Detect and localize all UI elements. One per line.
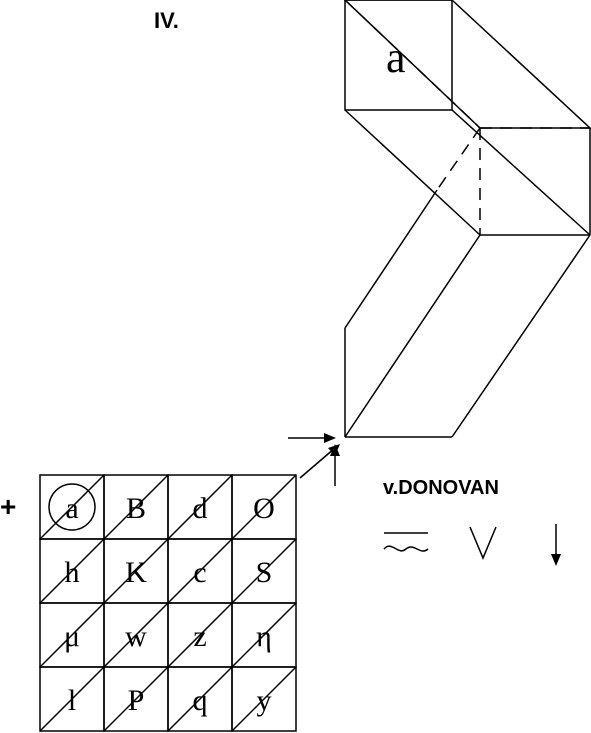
grid-cell: z <box>167 602 233 668</box>
cell-diagonal <box>231 538 297 604</box>
cell-diagonal <box>103 538 169 604</box>
grid-cell-letter: d <box>193 492 208 525</box>
grid-cell: P <box>103 666 169 732</box>
grid-cell-letter: l <box>68 684 76 717</box>
grid-cell: y <box>231 666 297 732</box>
grid-cell: B <box>103 474 169 540</box>
grid-cell-letter: c <box>193 556 206 589</box>
prism-top-face <box>343 0 591 129</box>
grid-cell-letter: S <box>256 556 273 589</box>
grid-cell-letter: w <box>125 620 147 653</box>
grid-cell-letter: B <box>126 492 146 525</box>
cell-diagonal <box>39 474 105 540</box>
cell-diagonal <box>167 538 233 604</box>
cell-diagonal <box>231 666 297 732</box>
cell-diagonal <box>231 474 297 540</box>
cell-diagonal <box>103 474 169 540</box>
grid-cell-letter: z <box>193 620 206 653</box>
grid-cell-letter: q <box>193 684 208 717</box>
grid-cell: S <box>231 538 297 604</box>
author-label: v.DONOVAN <box>383 477 499 499</box>
cell-circle <box>48 483 96 531</box>
down-arrow-symbol <box>551 524 561 566</box>
section-number: IV. <box>154 8 179 33</box>
grid-cell: h <box>39 538 105 604</box>
plus-sign: + <box>0 491 16 522</box>
hidden-edge <box>436 127 481 191</box>
grid-cell-letter: a <box>65 492 78 525</box>
grid-cell: w <box>103 602 169 668</box>
symbols-row <box>383 524 561 566</box>
double-wave-symbol <box>383 532 429 552</box>
cell-diagonal <box>39 666 105 732</box>
right-arrow-icon <box>288 433 336 443</box>
diagonal-arrow-icon <box>299 444 340 479</box>
grid-cell-letter: h <box>65 556 80 589</box>
grid-cell-letter: y <box>257 684 272 717</box>
cell-diagonal <box>39 538 105 604</box>
bent-prism: a <box>343 0 591 438</box>
grid-cell: d <box>167 474 233 540</box>
grid-cell: l <box>39 666 105 732</box>
cell-diagonal <box>167 474 233 540</box>
cell-diagonal <box>39 602 105 668</box>
cell-diagonal <box>167 602 233 668</box>
cube-letter: a <box>386 33 406 82</box>
grid-cell: O <box>231 474 297 540</box>
grid-cell-letter: P <box>128 684 145 717</box>
grid-cell: c <box>167 538 233 604</box>
grid-cell: a <box>39 474 105 540</box>
corner-arrows <box>288 433 340 486</box>
grid-cell: q <box>167 666 233 732</box>
grid-cell: K <box>103 538 169 604</box>
cell-diagonal <box>167 666 233 732</box>
cell-diagonal <box>231 602 297 668</box>
grid-cell: μ <box>39 602 105 668</box>
v-symbol <box>469 526 497 560</box>
hidden-edge <box>344 0 481 129</box>
grid-cell-letter: η <box>256 620 272 653</box>
grid-cell-letter: μ <box>64 620 80 653</box>
grid-cell: η <box>231 602 297 668</box>
grid-cell-letter: K <box>125 556 147 589</box>
grid-cell-letter: O <box>253 492 275 525</box>
cell-diagonal <box>103 602 169 668</box>
cell-diagonal <box>103 666 169 732</box>
